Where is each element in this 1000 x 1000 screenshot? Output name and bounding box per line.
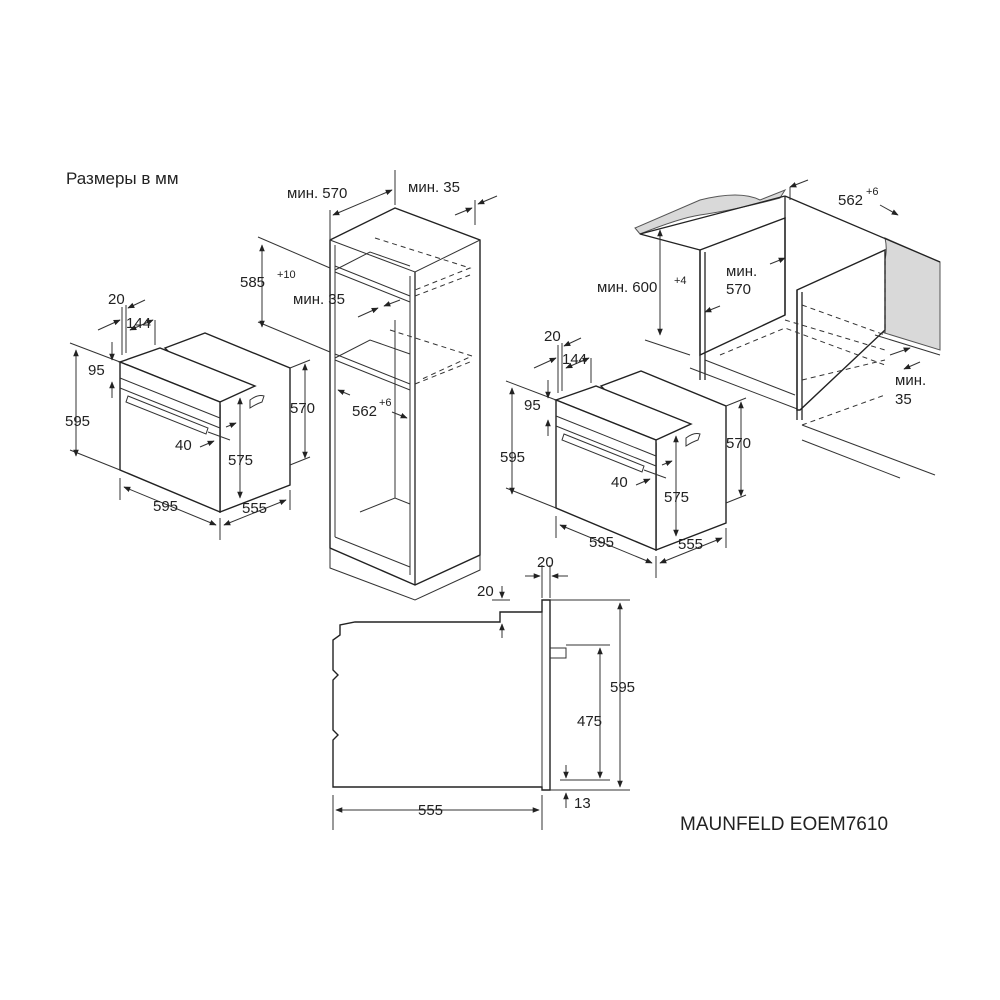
dim-562-under: 562 [838, 192, 863, 209]
dim-570-right: 570 [726, 435, 751, 452]
side-dim-475: 475 [577, 713, 602, 730]
side-dim-555: 555 [418, 802, 443, 819]
dim-20: 20 [108, 291, 125, 308]
dim-595-height: 595 [65, 413, 90, 430]
min-35-top-label: мин. 35 [408, 179, 460, 196]
under-counter-drawing: 562 +6 мин. 600 +4 мин. 570 мин. 35 [597, 179, 941, 479]
dim-20-right: 20 [544, 328, 561, 345]
min-570-under-value: 570 [726, 281, 751, 298]
side-dim-20-left: 20 [537, 554, 554, 571]
dim-555: 555 [242, 500, 267, 517]
dim-40-right: 40 [611, 474, 628, 491]
dim-562: 562 [352, 403, 377, 420]
oven-drawing-right: 20 144 95 595 40 575 570 595 555 [500, 328, 751, 578]
dim-40: 40 [175, 437, 192, 454]
dim-585: 585 [240, 274, 265, 291]
dim-570: 570 [290, 400, 315, 417]
oven-drawing-left: 20 144 95 595 40 575 570 595 555 [65, 291, 315, 540]
caption: Размеры в мм [66, 169, 179, 188]
model-name: MAUNFELD EOEM7610 [680, 814, 888, 835]
dim-595-height-right: 595 [500, 449, 525, 466]
dim-562-under-tolerance: +6 [866, 186, 879, 198]
dim-144-right: 144 [562, 351, 587, 368]
side-dim-13: 13 [574, 795, 591, 812]
dim-585-tolerance: +10 [277, 269, 296, 281]
side-dim-595: 595 [610, 679, 635, 696]
min-35-under-label: мин. [895, 372, 926, 389]
side-dim-20-top: 20 [477, 583, 494, 600]
dim-555-right: 555 [678, 536, 703, 553]
min-35-mid-label: мин. 35 [293, 291, 345, 308]
dim-562-tolerance: +6 [379, 397, 392, 409]
min-570-label: мин. 570 [287, 185, 347, 202]
dim-595-width: 595 [153, 498, 178, 515]
side-view-drawing: 20 20 595 475 555 13 [332, 554, 635, 830]
min-570-under-label: мин. [726, 263, 757, 280]
min-35-under-value: 35 [895, 391, 912, 408]
min-600-label: мин. 600 [597, 279, 657, 296]
dim-144: 144 [126, 315, 151, 332]
dim-95: 95 [88, 362, 105, 379]
dim-575-right: 575 [664, 489, 689, 506]
dim-575: 575 [228, 452, 253, 469]
tall-cabinet-drawing: мин. 570 мин. 35 585 +10 мин. 35 562 +6 [240, 170, 498, 601]
min-600-tolerance: +4 [674, 275, 687, 287]
dim-595-width-right: 595 [589, 534, 614, 551]
dim-95-right: 95 [524, 397, 541, 414]
